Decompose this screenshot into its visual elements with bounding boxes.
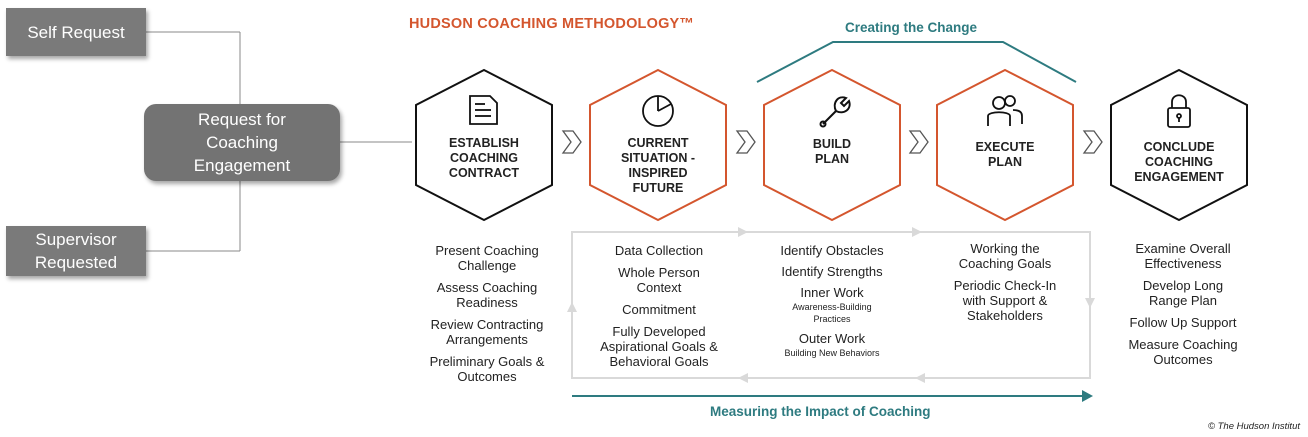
chevron-icon [561, 130, 582, 154]
measuring-arrow-icon [1082, 390, 1093, 402]
hexagon-build-plan [763, 68, 901, 222]
people-icon [987, 95, 1023, 126]
chevron-icon [735, 130, 756, 154]
lock-icon [1167, 94, 1191, 128]
copyright: © The Hudson Institut [1207, 421, 1300, 432]
left-connectors [146, 31, 412, 252]
loop-arrow-icon [915, 373, 925, 383]
loop-arrow-icon [912, 227, 922, 237]
document-icon [469, 95, 498, 125]
loop-arrow-icon [738, 227, 748, 237]
request-label-line: Engagement [193, 156, 291, 175]
list-item: Commitment [622, 302, 696, 317]
hexagon-establish [415, 68, 553, 222]
list-item: Data Collection [614, 243, 704, 258]
measuring-impact-label: Measuring the Impact of Coaching [710, 404, 931, 419]
request-label-line: Request for [198, 110, 286, 129]
self-request-label: Self Request [27, 22, 125, 42]
request-label-line: Coaching [206, 133, 278, 152]
request-coaching-box: Request for Coaching Engagement [144, 104, 340, 181]
loop-arrow-icon [1085, 298, 1095, 308]
list-item: Identify Obstacles [780, 243, 884, 258]
chevron-icon [1082, 130, 1103, 154]
loop-arrow-icon [738, 373, 748, 383]
supervisor-requested-box: Supervisor Requested [6, 226, 146, 276]
list-item: Preliminary Goals &Outcomes [429, 354, 545, 384]
creating-change-bracket [756, 41, 1077, 83]
pie-chart-icon [642, 95, 674, 127]
page-title: HUDSON COACHING METHODOLOGY™ [409, 16, 695, 32]
hexagon-current-situation [589, 68, 727, 222]
list-item: Follow Up Support [1129, 315, 1237, 330]
list-item: Identify Strengths [781, 264, 883, 279]
loop-arrow-icon [567, 302, 577, 312]
supervisor-label-line: Requested [34, 253, 118, 272]
wrench-icon [819, 96, 851, 128]
hexagon-conclude [1110, 68, 1248, 222]
supervisor-label-line: Supervisor [35, 230, 117, 249]
chevron-icon [908, 130, 929, 154]
self-request-box: Self Request [6, 8, 146, 56]
creating-change-label: Creating the Change [845, 20, 978, 35]
build-plan-items: Identify Obstacles Identify Strengths In… [757, 243, 907, 366]
hexagon-execute-plan [936, 68, 1074, 222]
